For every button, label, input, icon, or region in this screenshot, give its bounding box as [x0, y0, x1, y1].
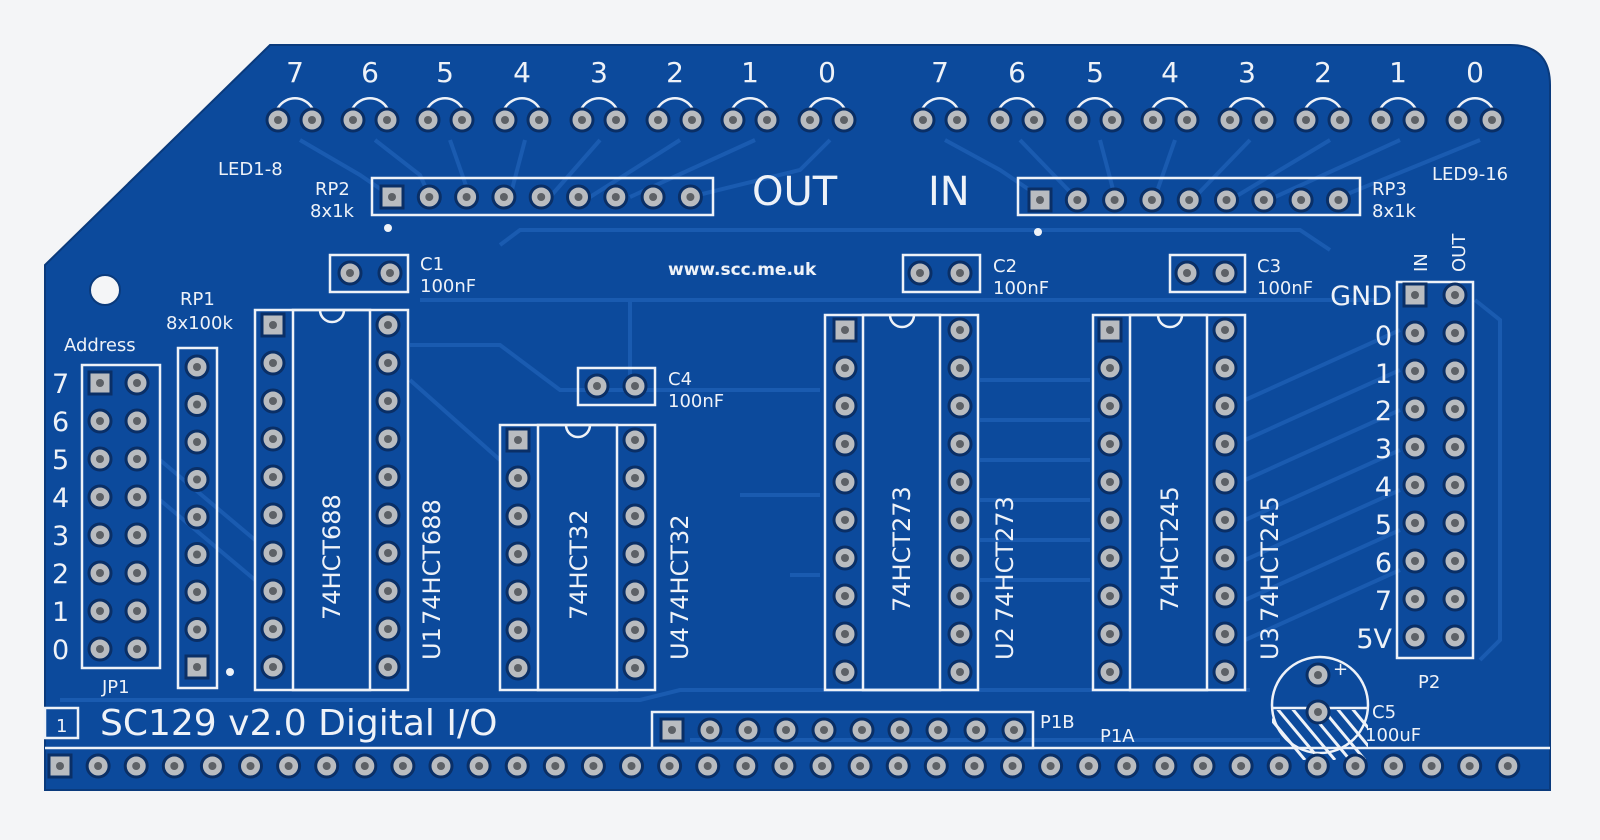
led-bit-label: 3	[590, 56, 608, 89]
c4-ref: C4	[668, 369, 692, 390]
address-label: Address	[64, 335, 136, 356]
address-bit: 4	[52, 483, 69, 514]
address-bit: 7	[52, 369, 69, 400]
led-group-label: LED9-16	[1432, 164, 1508, 185]
c3-value: 100nF	[1257, 278, 1313, 299]
chip-part-u3: 74HCT245	[1156, 486, 1184, 612]
address-bit: 3	[52, 521, 69, 552]
c2-outline	[901, 253, 982, 294]
chip-part-u4: 74HCT32	[565, 509, 593, 620]
led-bit-label: 1	[1389, 56, 1407, 89]
address-bit: 6	[52, 407, 69, 438]
led-bit-label: 4	[513, 56, 531, 89]
c5-ref: C5	[1372, 702, 1396, 723]
p1b-ref: P1B	[1040, 712, 1075, 733]
chip-part-u1: 74HCT688	[318, 494, 346, 620]
c5-polarity: +	[1333, 659, 1348, 680]
c1-value: 100nF	[420, 276, 476, 297]
chip-silk-part-u3: 74HCT245	[1256, 496, 1284, 622]
p2-row-label: 2	[1375, 396, 1392, 427]
jp1-outline	[80, 363, 162, 670]
p2-row-label: 4	[1375, 472, 1392, 503]
c3-ref: C3	[1257, 256, 1281, 277]
chip-silk-part-u1: 74HCT688	[418, 499, 446, 625]
c4-outline	[576, 366, 657, 407]
p2-row-label: 6	[1375, 548, 1392, 579]
chip-ref-u1: U1	[418, 627, 446, 660]
jp1-ref: JP1	[101, 677, 130, 698]
c5-value: 100uF	[1365, 725, 1421, 746]
p2-row-label: 5V	[1356, 624, 1392, 655]
led-bit-label: 6	[361, 56, 379, 89]
rp1-value: 8x100k	[166, 313, 233, 334]
board-title: SC129 v2.0 Digital I/O	[100, 703, 497, 744]
rp1-ref: RP1	[180, 289, 215, 310]
c2-value: 100nF	[993, 278, 1049, 299]
led-bit-label: 1	[741, 56, 759, 89]
p2-col-out: OUT	[1449, 233, 1470, 272]
p2-row-label: GND	[1330, 281, 1392, 312]
led-bit-label: 0	[1466, 56, 1484, 89]
p2-outline	[1395, 280, 1475, 660]
led-bit-label: 6	[1008, 56, 1026, 89]
chip-ref-u4: U4	[666, 627, 694, 660]
rp3-ref: RP3	[1372, 179, 1407, 200]
c1-ref: C1	[420, 254, 444, 275]
rp2-outline	[370, 176, 715, 217]
silkscreen-outlines	[43, 176, 1550, 760]
in-section-label: IN	[928, 169, 970, 215]
address-bit: 2	[52, 559, 69, 590]
pads	[47, 107, 1521, 779]
led-bit-label: 5	[436, 56, 454, 89]
c2-ref: C2	[993, 256, 1017, 277]
mounting-hole	[89, 274, 121, 306]
pin1-box	[43, 706, 80, 740]
rp3-outline	[1016, 176, 1362, 217]
c3-outline	[1168, 253, 1247, 294]
led-bit-label: 7	[286, 56, 304, 89]
chip-silk-part-u2: 74HCT273	[991, 496, 1019, 622]
chip-part-u2: 74HCT273	[888, 486, 916, 612]
p2-row-label: 3	[1375, 434, 1392, 465]
rp1-outline	[176, 346, 219, 690]
address-bit: 5	[52, 445, 69, 476]
led-bit-label: 3	[1238, 56, 1256, 89]
led-bit-label: 7	[931, 56, 949, 89]
out-section-label: OUT	[752, 169, 838, 215]
led-bit-label: 2	[666, 56, 684, 89]
address-bit: 0	[52, 635, 69, 666]
p2-row-label: 5	[1375, 510, 1392, 541]
address-bit: 1	[52, 597, 69, 628]
p2-col-in: IN	[1411, 253, 1432, 272]
led-bit-label: 4	[1161, 56, 1179, 89]
led-bit-label: 5	[1086, 56, 1104, 89]
c4-value: 100nF	[668, 391, 724, 412]
rp2-ref: RP2	[315, 179, 350, 200]
website-url: www.scc.me.uk	[668, 260, 817, 280]
pin1-marker: 1	[56, 716, 67, 737]
c1-outline	[328, 253, 410, 294]
led-bit-label: 2	[1314, 56, 1332, 89]
led-group-label: LED1-8	[218, 159, 283, 180]
rp3-value: 8x1k	[1372, 201, 1417, 222]
p2-row-label: 1	[1375, 359, 1392, 390]
c5-outline	[1270, 655, 1370, 755]
chip-silk-part-u4: 74HCT32	[666, 514, 694, 625]
led-bit-label: 0	[818, 56, 836, 89]
chip-ref-u3: U3	[1256, 627, 1284, 660]
p2-row-label: 0	[1375, 321, 1392, 352]
chip-ref-u2: U2	[991, 627, 1019, 660]
p2-ref: P2	[1418, 672, 1440, 693]
p1a-ref: P1A	[1100, 726, 1135, 747]
rp2-value: 8x1k	[310, 201, 355, 222]
p2-row-label: 7	[1375, 586, 1392, 617]
